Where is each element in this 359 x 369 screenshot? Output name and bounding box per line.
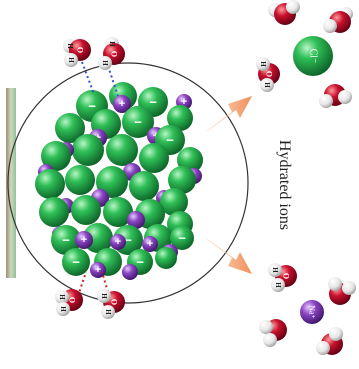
negative-charge-mark: −: [124, 233, 132, 248]
chloride-ion-sphere: [167, 105, 193, 131]
chloride-ion-sphere: [39, 197, 69, 227]
hydrogen-label: H: [108, 41, 116, 47]
hydrated-sodium-cluster: OH H Na⁺: [259, 263, 356, 355]
arrow-to-sodium: [205, 238, 252, 274]
sodium-ion-sphere: [75, 231, 93, 249]
chloride-ion-sphere: [35, 169, 65, 199]
oxygen-label: O: [76, 47, 85, 53]
water-boundary-circle: [7, 62, 249, 304]
oxygen-label: O: [110, 299, 119, 305]
hydrogen-label: H: [259, 61, 267, 67]
water-molecule: OH H: [256, 57, 280, 92]
chloride-ion-sphere: [62, 248, 90, 276]
sodium-ion-sphere: [122, 264, 138, 280]
chloride-ion-sphere: [55, 113, 85, 143]
sodium-ion-sphere: [142, 236, 158, 252]
chloride-ion-sphere: [170, 226, 194, 250]
chloride-ion-sphere: [106, 134, 138, 166]
hydrogen-label: H: [67, 57, 75, 63]
oxygen-label: O: [265, 71, 274, 77]
hydrogen-label: H: [66, 43, 74, 49]
beaker-edge: [6, 88, 16, 278]
hydrogen-label: H: [263, 82, 271, 88]
negative-charge-mark: −: [62, 233, 70, 248]
water-molecule: [319, 84, 352, 108]
hydrated-chloride-cluster: OH H Cl⁻: [256, 0, 353, 108]
hydrogen-bond-line: [77, 271, 87, 297]
water-molecule: [323, 7, 353, 33]
hydrogen-bonds: [77, 61, 119, 297]
oxygen-label: O: [68, 297, 77, 303]
chloride-ion-sphere: [51, 225, 81, 255]
positive-charge-mark: +: [81, 234, 87, 246]
water-molecule: OHH: [55, 289, 83, 316]
negative-charge-mark: −: [72, 255, 80, 270]
nacl-crystal-lattice: −++−−++−−−−+++−−+: [35, 82, 203, 280]
sodium-ion: [300, 300, 324, 324]
chloride-ion-sphere: [71, 195, 101, 225]
hydrogen-label: H: [101, 60, 109, 66]
water-molecule: [259, 319, 287, 347]
chloride-ion-sphere: [139, 143, 169, 173]
oxygen-label: O: [282, 273, 291, 279]
water-molecule: [268, 0, 300, 25]
chloride-ion-sphere: [155, 247, 177, 269]
hydrogen-label: H: [271, 267, 279, 273]
chloride-ion-sphere: [65, 165, 95, 195]
negative-charge-mark: −: [136, 255, 144, 270]
water-molecule: [316, 327, 343, 355]
hydrogen-label: H: [104, 309, 112, 315]
hydrogen-bond-line: [81, 61, 95, 95]
negative-charge-mark: −: [88, 99, 96, 114]
arrow-to-chloride: [205, 96, 252, 132]
sodium-ion-sphere: [127, 211, 145, 229]
chloride-ion-sphere: [122, 106, 154, 138]
chloride-ion-label: Cl⁻: [308, 49, 319, 64]
chloride-ion-sphere: [168, 166, 196, 194]
hydrogen-bond-line: [107, 65, 119, 97]
hydrated-ions-caption: Hydrated ions: [265, 110, 303, 260]
hydrogen-label: H: [274, 282, 282, 288]
water-molecule: OH H: [97, 289, 125, 319]
sodium-ion-label: Na⁺: [308, 305, 317, 319]
water-molecule: OH H: [98, 37, 125, 70]
chloride-ion-sphere: [160, 188, 188, 216]
positive-charge-mark: +: [181, 96, 187, 108]
negative-charge-mark: −: [149, 95, 157, 110]
chloride-ion: [293, 36, 333, 76]
hydrogen-label: H: [59, 306, 67, 312]
negative-charge-mark: −: [134, 115, 142, 130]
chloride-ion-sphere: [41, 141, 71, 171]
sodium-ion-sphere: [110, 234, 126, 250]
negative-charge-mark: −: [178, 231, 186, 246]
water-molecule: OH H: [63, 39, 91, 67]
water-molecule: [328, 277, 356, 305]
chloride-ion-sphere: [129, 171, 159, 201]
hydrogen-label: H: [58, 294, 66, 300]
negative-charge-mark: −: [166, 133, 174, 148]
sodium-ion-sphere: [90, 262, 106, 278]
positive-charge-mark: +: [95, 264, 101, 276]
positive-charge-mark: +: [147, 238, 153, 250]
sodium-ion-sphere: [113, 95, 131, 113]
water-molecule: OH H: [268, 263, 297, 292]
hydrogen-label: H: [100, 293, 108, 299]
hydrogen-bond-line: [101, 271, 109, 293]
caption-text: Hydrated ions: [276, 139, 294, 231]
oxygen-label: O: [110, 51, 119, 57]
positive-charge-mark: +: [119, 98, 125, 110]
chloride-ion-sphere: [103, 197, 133, 227]
positive-charge-mark: +: [115, 236, 121, 248]
chloride-ion-sphere: [72, 134, 104, 166]
